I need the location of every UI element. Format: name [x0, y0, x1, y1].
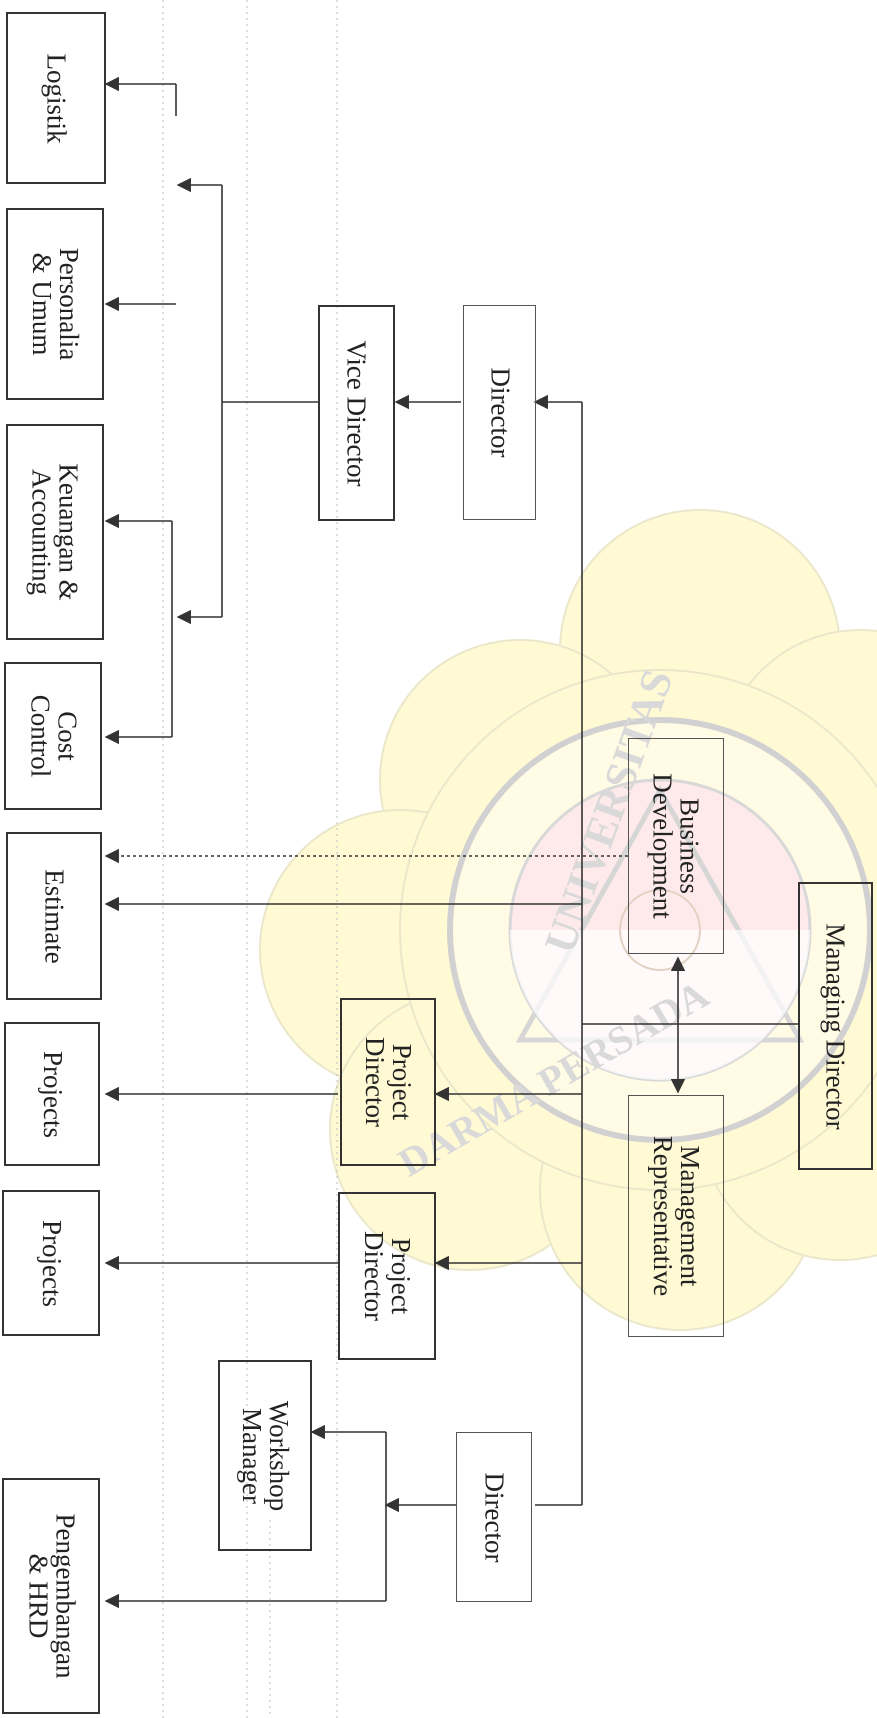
vice-director-label: Vice Director — [342, 339, 372, 487]
personalia-umum-label: Personalia & Umum — [27, 247, 85, 361]
managing-director-label: Managing Director — [821, 922, 851, 1130]
director-bottom-box: Director — [456, 1432, 532, 1602]
cost-control-label: Cost Control — [24, 694, 82, 778]
estimate-label: Estimate — [39, 868, 70, 964]
connector-lines — [104, 76, 798, 1609]
project-director-1-box: Project Director — [340, 998, 436, 1166]
managing-director-box: Managing Director — [798, 882, 873, 1170]
workshop-manager-box: Workshop Manager — [218, 1360, 312, 1551]
workshop-manager-label: Workshop Manager — [237, 1400, 295, 1511]
keuangan-accounting-label: Keuangan & Accounting — [27, 463, 85, 601]
projects-1-box: Projects — [4, 1022, 100, 1166]
pengembangan-hrd-label: Pengembangan & HRD — [23, 1513, 81, 1679]
estimate-box: Estimate — [6, 832, 102, 1000]
logistik-box: Logistik — [6, 12, 106, 184]
business-development-label: Business Development — [648, 773, 705, 919]
director-top-box: Director — [463, 305, 536, 520]
personalia-umum-box: Personalia & Umum — [6, 208, 104, 400]
pengembangan-hrd-box: Pengembangan & HRD — [2, 1478, 100, 1714]
management-representative-label: Management Representative — [648, 1135, 705, 1297]
project-director-2-box: Project Director — [338, 1192, 436, 1360]
keuangan-accounting-box: Keuangan & Accounting — [6, 424, 104, 640]
guide-lines — [162, 0, 338, 1718]
projects-2-box: Projects — [2, 1190, 100, 1336]
project-director-1-label: Project Director — [359, 1037, 417, 1127]
director-top-label: Director — [485, 367, 516, 458]
university-seal-watermark: UNIVERSITAS DARMA PERSADA — [259, 509, 877, 1331]
projects-2-label: Projects — [36, 1219, 67, 1307]
cost-control-box: Cost Control — [4, 662, 102, 810]
logistik-label: Logistik — [41, 52, 72, 144]
vice-director-box: Vice Director — [318, 305, 395, 521]
project-director-2-label: Project Director — [358, 1231, 416, 1321]
management-representative-box: Management Representative — [628, 1095, 724, 1337]
business-development-box: Business Development — [628, 738, 724, 954]
projects-1-label: Projects — [37, 1050, 68, 1138]
director-bottom-label: Director — [479, 1472, 510, 1562]
